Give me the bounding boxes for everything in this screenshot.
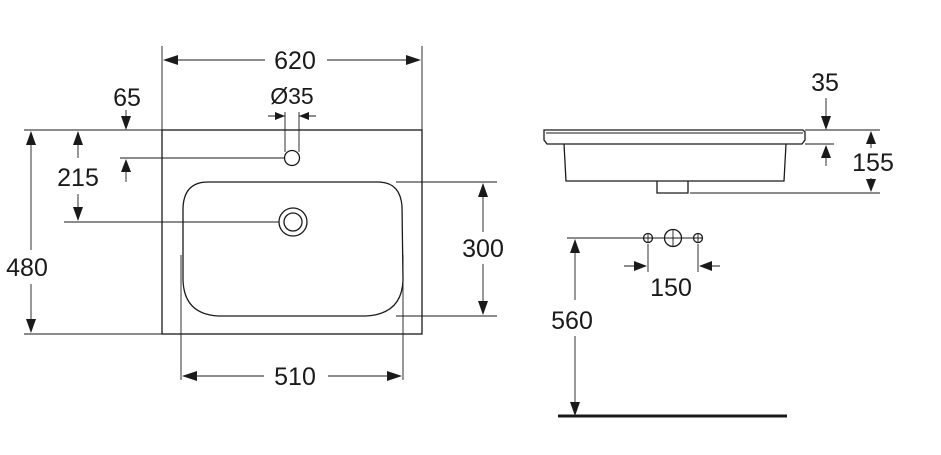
dim-bowl-depth: 300 [396, 181, 504, 317]
dim-mount-height: 560 [551, 239, 787, 418]
tap-layout [567, 228, 704, 272]
dim-rim-thickness: 35 [811, 69, 839, 166]
side-rim [543, 129, 806, 145]
dim-label-35: 35 [811, 69, 839, 97]
dim-bowl-width: 510 [182, 363, 402, 391]
dim-label-620: 620 [274, 47, 316, 75]
dim-label-hole-diameter: Ø35 [270, 83, 313, 109]
dim-basin-height: 155 [852, 131, 894, 192]
basin-outline [161, 129, 423, 335]
dim-overall-width: 620 [161, 46, 423, 130]
dim-label-300: 300 [462, 235, 504, 263]
dim-hole-arrows [268, 112, 316, 120]
tap-hole [283, 149, 301, 167]
dim-label-560: 560 [551, 307, 593, 335]
bowl-outline [182, 181, 404, 317]
dim-hole-to-drain: 215 [24, 129, 279, 223]
dim-label-510: 510 [274, 363, 316, 391]
dim-label-215: 215 [57, 164, 99, 192]
side-bowl [563, 143, 787, 182]
top-view [161, 112, 423, 380]
drain-outer [278, 207, 308, 237]
side-drain [656, 181, 689, 194]
dim-tap-spacing: 150 [624, 261, 720, 302]
dim-label-480: 480 [6, 254, 48, 282]
dim-label-155: 155 [852, 149, 894, 177]
dim-label-150: 150 [650, 274, 692, 302]
side-view [543, 129, 880, 194]
dim-label-65: 65 [113, 84, 141, 112]
dim-hole-offset: 65 [113, 84, 284, 182]
dim-overall-depth: 480 [6, 131, 162, 335]
drain-inner [283, 212, 303, 232]
